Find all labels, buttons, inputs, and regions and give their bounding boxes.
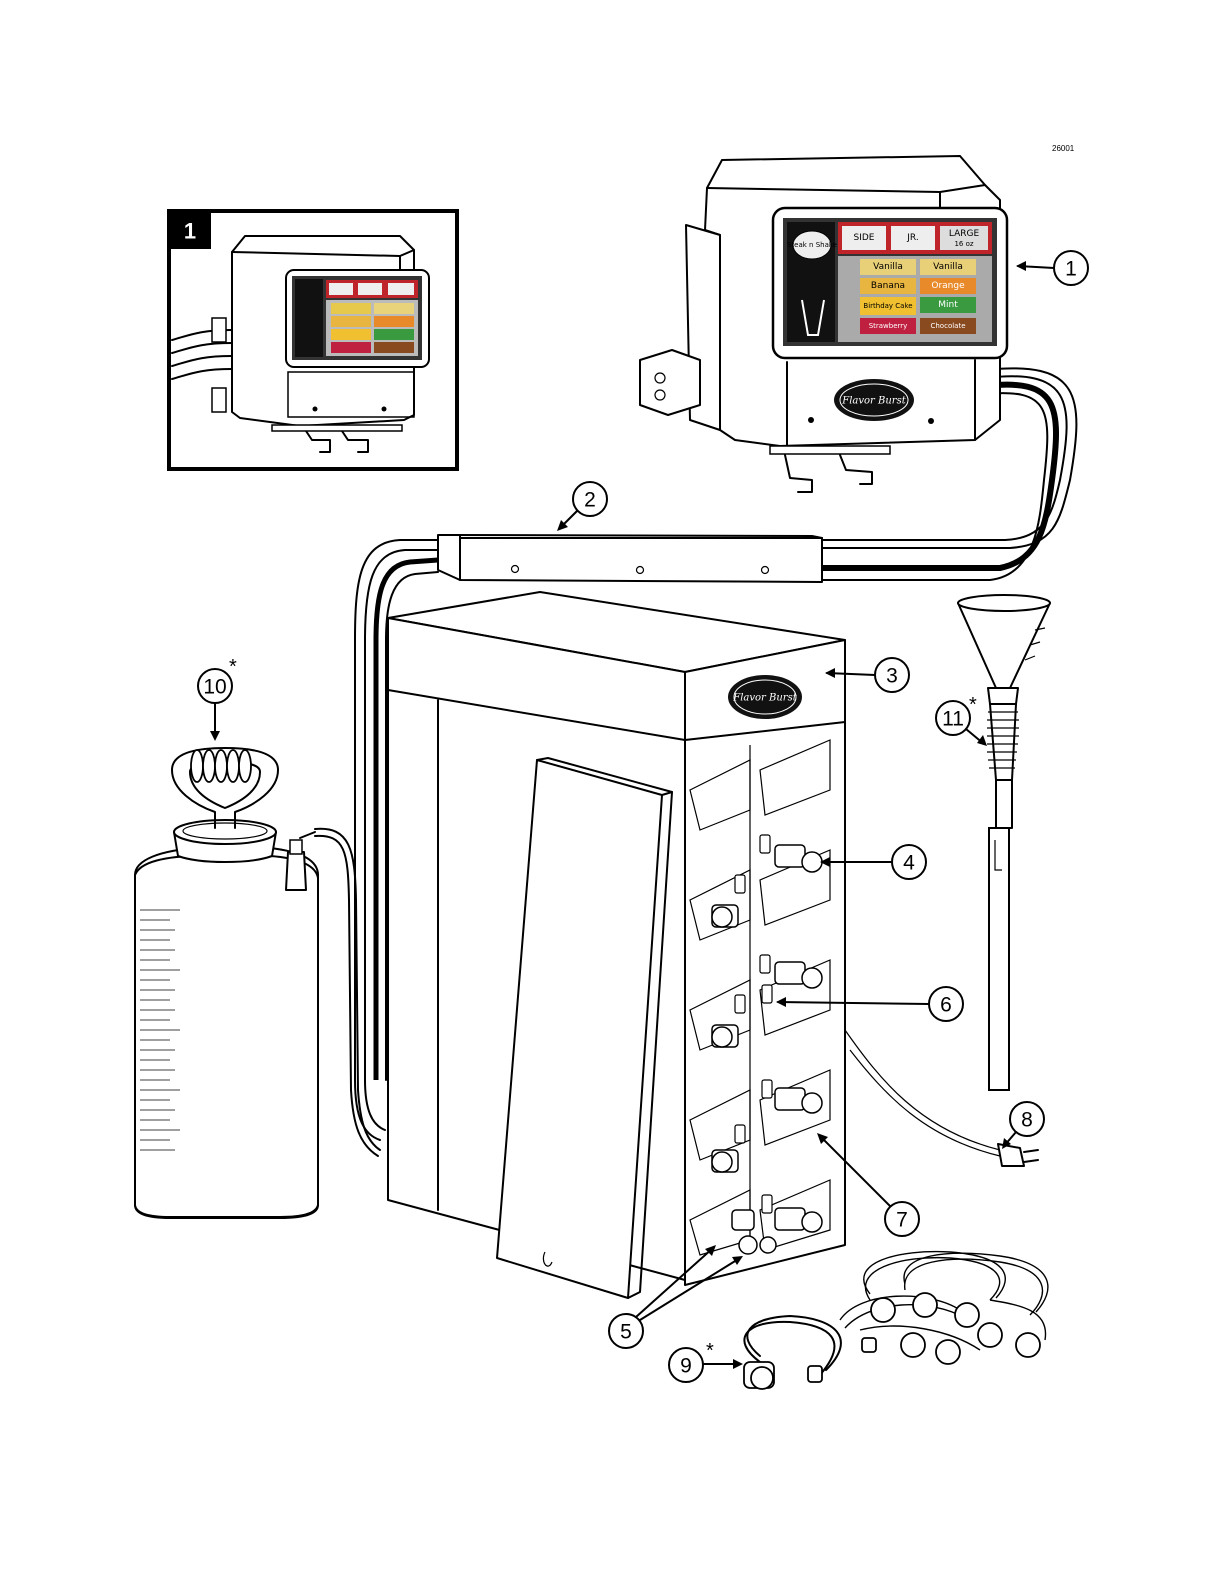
hose-assemblies [744, 1252, 1048, 1389]
flavor-left-1: Vanilla [873, 262, 903, 272]
dispenser-head: Steak n Shake SIDE JR. LARGE 16 oz Vanil… [640, 156, 1076, 580]
cabinet-brand-badge: Flavor Burst [732, 693, 797, 704]
callout-9-star: * [706, 1340, 714, 1362]
callout-10-label: 10 [203, 676, 226, 699]
syrup-cabinet: Flavor Burst [388, 592, 1038, 1298]
callout-6-label: 6 [940, 994, 952, 1017]
inset-badge: 1 [184, 219, 196, 244]
callout-2-label: 2 [584, 489, 596, 512]
callout-9-label: 9 [680, 1355, 692, 1378]
callout-3-label: 3 [886, 665, 898, 688]
flavor-right-3: Mint [938, 300, 958, 310]
callout-7-label: 7 [896, 1209, 908, 1232]
screen-logo: Steak n Shake [787, 241, 837, 249]
flavor-right-2: Orange [931, 281, 965, 291]
flavor-right-1: Vanilla [933, 262, 963, 272]
screen-size-jr: JR. [906, 233, 918, 243]
screen-size-side: SIDE [854, 233, 875, 243]
flavor-right-4: Chocolate [930, 322, 965, 330]
plug-icon [998, 1144, 1024, 1166]
screen-size-large-sub: 16 oz [954, 240, 973, 248]
callout-11-star: * [969, 694, 977, 716]
inset-panel: 1 [169, 211, 457, 469]
callout-8-label: 8 [1021, 1109, 1033, 1132]
callout-1-label: 1 [1065, 258, 1077, 281]
screen-size-large: LARGE [949, 229, 980, 239]
flavor-left-2: Banana [871, 281, 905, 291]
flavor-left-3: Birthday Cake [863, 302, 912, 310]
callout-11-label: 11 [942, 708, 964, 731]
flavor-left-4: Strawberry [869, 322, 908, 330]
head-brand-badge: Flavor Burst [841, 396, 906, 407]
sanitizer-sprayer [135, 748, 380, 1218]
cleaning-funnel [958, 595, 1050, 1090]
callout-4-label: 4 [903, 852, 915, 875]
callout-10-star: * [229, 656, 237, 678]
callout-5-label: 5 [620, 1321, 632, 1344]
